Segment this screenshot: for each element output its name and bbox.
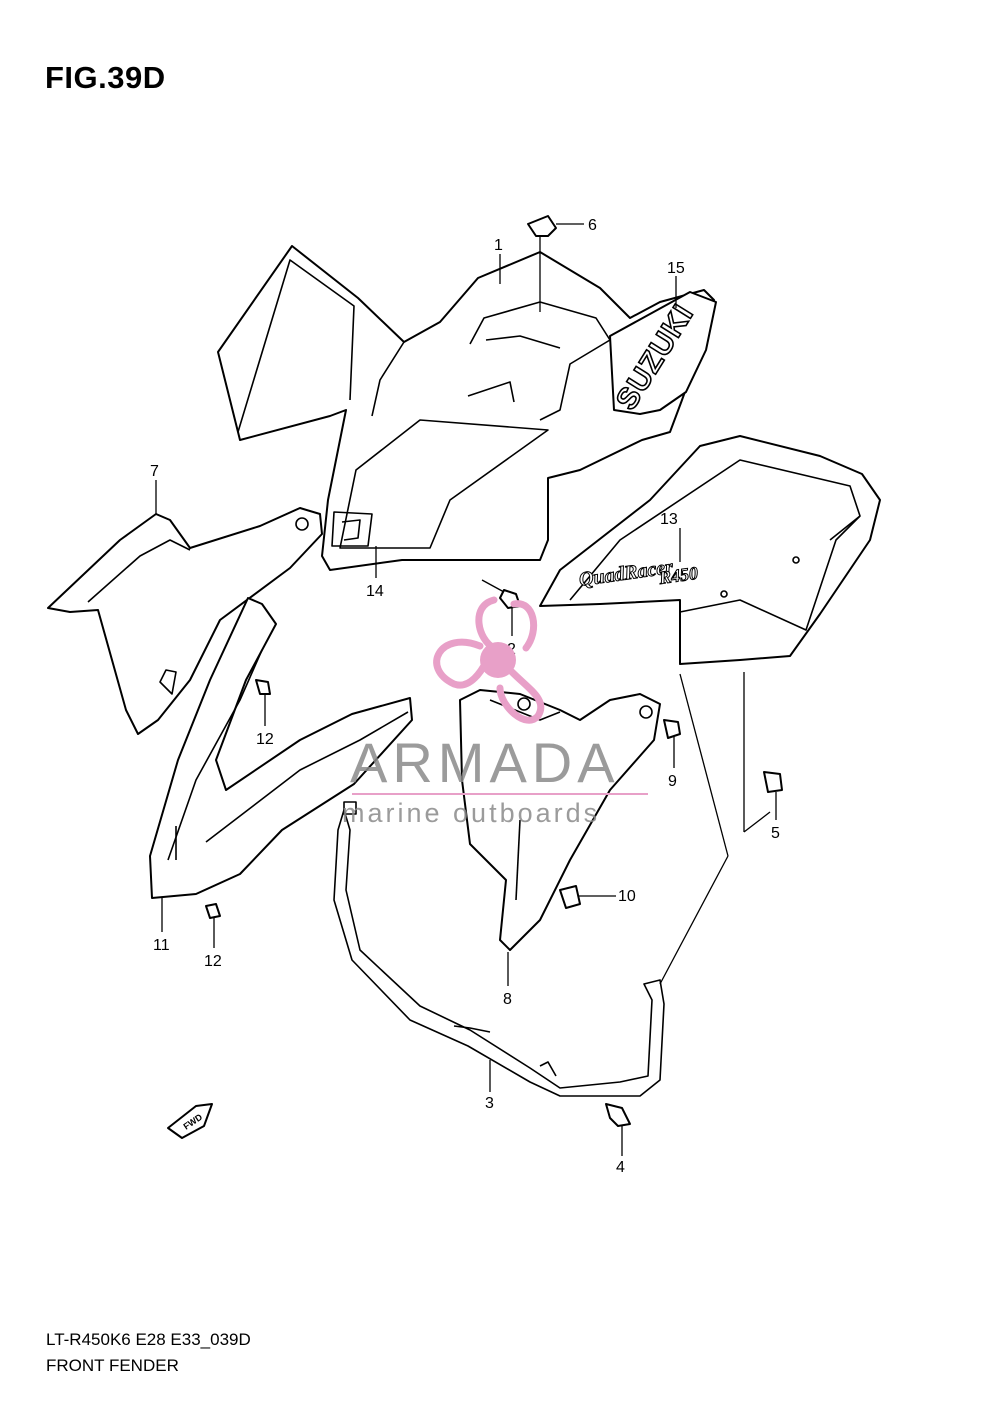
callout-3[interactable]: 3: [485, 1095, 494, 1112]
figure-title: FIG.39D: [45, 60, 166, 95]
callout-12-lower[interactable]: 12: [204, 953, 222, 970]
callout-6[interactable]: 6: [588, 217, 597, 234]
callout-9[interactable]: 9: [668, 773, 677, 790]
model-code: LT-R450K6 E28 E33_039D: [46, 1330, 251, 1349]
left-side-cover-part[interactable]: [47, 507, 323, 735]
callout-8[interactable]: 8: [503, 991, 512, 1008]
propeller-logo-icon: [433, 596, 545, 724]
callout-13[interactable]: 13: [660, 511, 678, 528]
callout-leaders: [155, 223, 777, 1156]
callout-1[interactable]: 1: [494, 237, 503, 254]
bumper-bracket-part[interactable]: [333, 801, 665, 1097]
right-fender-wing-part[interactable]: QuadRacer R450: [539, 435, 881, 665]
callout-10[interactable]: 10: [618, 888, 636, 905]
watermark-tagline: marine outboards: [342, 798, 600, 828]
callout-5[interactable]: 5: [771, 825, 780, 842]
armada-watermark: ARMADA marine outboards: [342, 596, 648, 828]
callout-4[interactable]: 4: [616, 1159, 625, 1176]
callout-14[interactable]: 14: [366, 583, 384, 600]
watermark-name: ARMADA: [350, 731, 620, 794]
fender-s-decal-part[interactable]: [331, 511, 373, 547]
callout-11[interactable]: 11: [153, 937, 170, 954]
callout-12-upper[interactable]: 12: [256, 731, 274, 748]
left-lower-guard-part[interactable]: [149, 597, 413, 899]
section-name: FRONT FENDER: [46, 1356, 179, 1375]
callout-7[interactable]: 7: [150, 463, 159, 480]
center-lower-guard-part[interactable]: [459, 689, 661, 951]
fwd-arrow-icon: FWD: [167, 1103, 213, 1139]
callout-15[interactable]: 15: [667, 260, 685, 277]
quadracer-decal-line2: R450: [657, 563, 699, 588]
front-fender-part[interactable]: [217, 245, 715, 571]
suzuki-decal-part[interactable]: SUZUKI: [609, 291, 717, 417]
